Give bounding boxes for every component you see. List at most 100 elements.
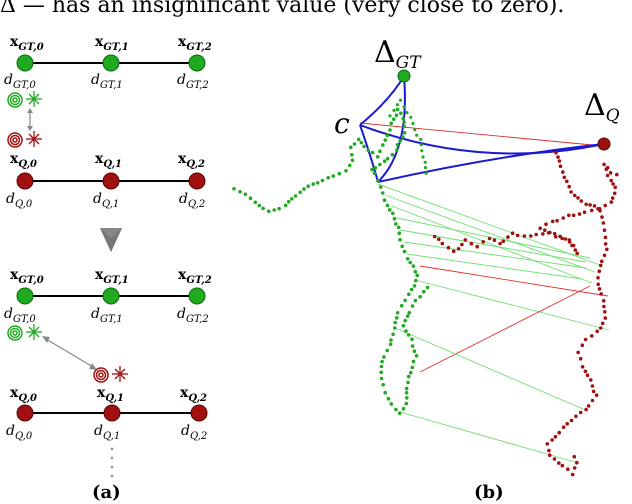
q-point (543, 228, 547, 232)
q-point (515, 233, 520, 238)
delta-q-node (597, 137, 611, 151)
gt-point (402, 131, 407, 135)
descriptor-icons-2 (7, 324, 128, 383)
d-q-2-label-2: dQ,2 (181, 423, 207, 442)
d-gt-1-label: dGT,1 (91, 72, 123, 91)
gt-point (391, 211, 395, 216)
gt-point (347, 163, 352, 168)
arc-c-to-delta-gt-upper (359, 75, 405, 126)
q-node-1-b (103, 404, 121, 422)
q-point (552, 231, 557, 236)
q-point (615, 172, 619, 177)
gt-point (286, 199, 291, 204)
q-point (590, 334, 594, 338)
q-point (501, 239, 506, 243)
gt-point (402, 105, 406, 109)
q-point (600, 259, 604, 264)
q-point (576, 196, 580, 200)
q-point (565, 179, 569, 184)
q-point (463, 238, 468, 242)
gt-point (425, 285, 430, 290)
gt-point (272, 208, 277, 212)
d-q-0-label-2: dQ,0 (6, 423, 33, 442)
corr-line-bad (419, 285, 591, 373)
gt-point (382, 159, 387, 163)
gt-point (298, 190, 303, 195)
q-point (589, 208, 594, 213)
x-q-0-label: xQ,0 (10, 151, 37, 170)
gt-point (395, 311, 400, 315)
gt-point (388, 114, 392, 118)
q-point (571, 213, 576, 218)
x-gt-0-label: xGT,0 (10, 34, 44, 53)
d-gt-0-label: dGT,0 (4, 72, 36, 91)
q-point (446, 245, 451, 250)
gt-point (398, 98, 403, 102)
gt-point (394, 113, 399, 118)
q-point (599, 292, 603, 296)
gt-point (387, 208, 392, 212)
corr-line (396, 217, 591, 259)
q-point (570, 472, 575, 477)
gt-point (397, 231, 402, 235)
gt-point (372, 171, 377, 175)
q-point (597, 269, 602, 274)
q-point (573, 248, 578, 252)
q-point (605, 247, 609, 252)
q-point (598, 209, 602, 213)
q-point (610, 196, 615, 200)
q-point (586, 404, 591, 408)
q-point (553, 235, 558, 239)
correspondence-lines (359, 122, 610, 463)
gt-point (401, 323, 406, 328)
q-point (596, 276, 600, 280)
q-point (498, 241, 502, 246)
q-point (575, 251, 579, 256)
gt-point (399, 303, 404, 308)
gt-point (362, 144, 366, 149)
gt-point (423, 166, 428, 170)
q-point (534, 232, 538, 237)
top-caption-text: Δ — has an insignificant value (very clo… (0, 0, 564, 18)
arc-c-to-lower (359, 124, 379, 183)
q-point (578, 410, 583, 415)
q-point (557, 461, 561, 465)
q-point (432, 234, 437, 239)
q-point (577, 212, 582, 216)
q-point (603, 242, 608, 246)
corr-line (377, 183, 601, 266)
gt-point (402, 249, 407, 254)
gt-point (248, 196, 253, 200)
delta-gt-label: ΔGT (374, 35, 422, 73)
q-point (567, 184, 571, 189)
gt-point (395, 103, 399, 107)
q-point (558, 234, 562, 239)
q-point (561, 216, 565, 220)
gt-point (389, 338, 393, 342)
gt-point (392, 117, 396, 121)
gt-point (381, 143, 385, 147)
gt-point (379, 364, 384, 369)
gt-point (394, 222, 398, 226)
d-gt-0-label-2: dGT,0 (4, 306, 36, 325)
gt-point (388, 342, 393, 347)
down-arrow-shade (100, 228, 122, 252)
q-point (594, 393, 599, 398)
gt-node-0 (16, 54, 34, 72)
q-point (601, 299, 606, 303)
gt-point (253, 200, 258, 205)
corr-line (391, 205, 593, 284)
gt-point (402, 120, 406, 125)
gt-point (392, 108, 396, 112)
gt-star-icon (26, 91, 42, 107)
q-point (598, 263, 603, 268)
q-point (547, 448, 551, 453)
gt-point (399, 111, 403, 115)
q-point (585, 373, 590, 378)
arrow-head-left (42, 336, 50, 343)
gt-point (405, 396, 409, 400)
gt-spiral-icon-2 (7, 325, 23, 341)
q-point (612, 191, 617, 196)
q-point (608, 171, 613, 175)
q-point (602, 253, 607, 258)
